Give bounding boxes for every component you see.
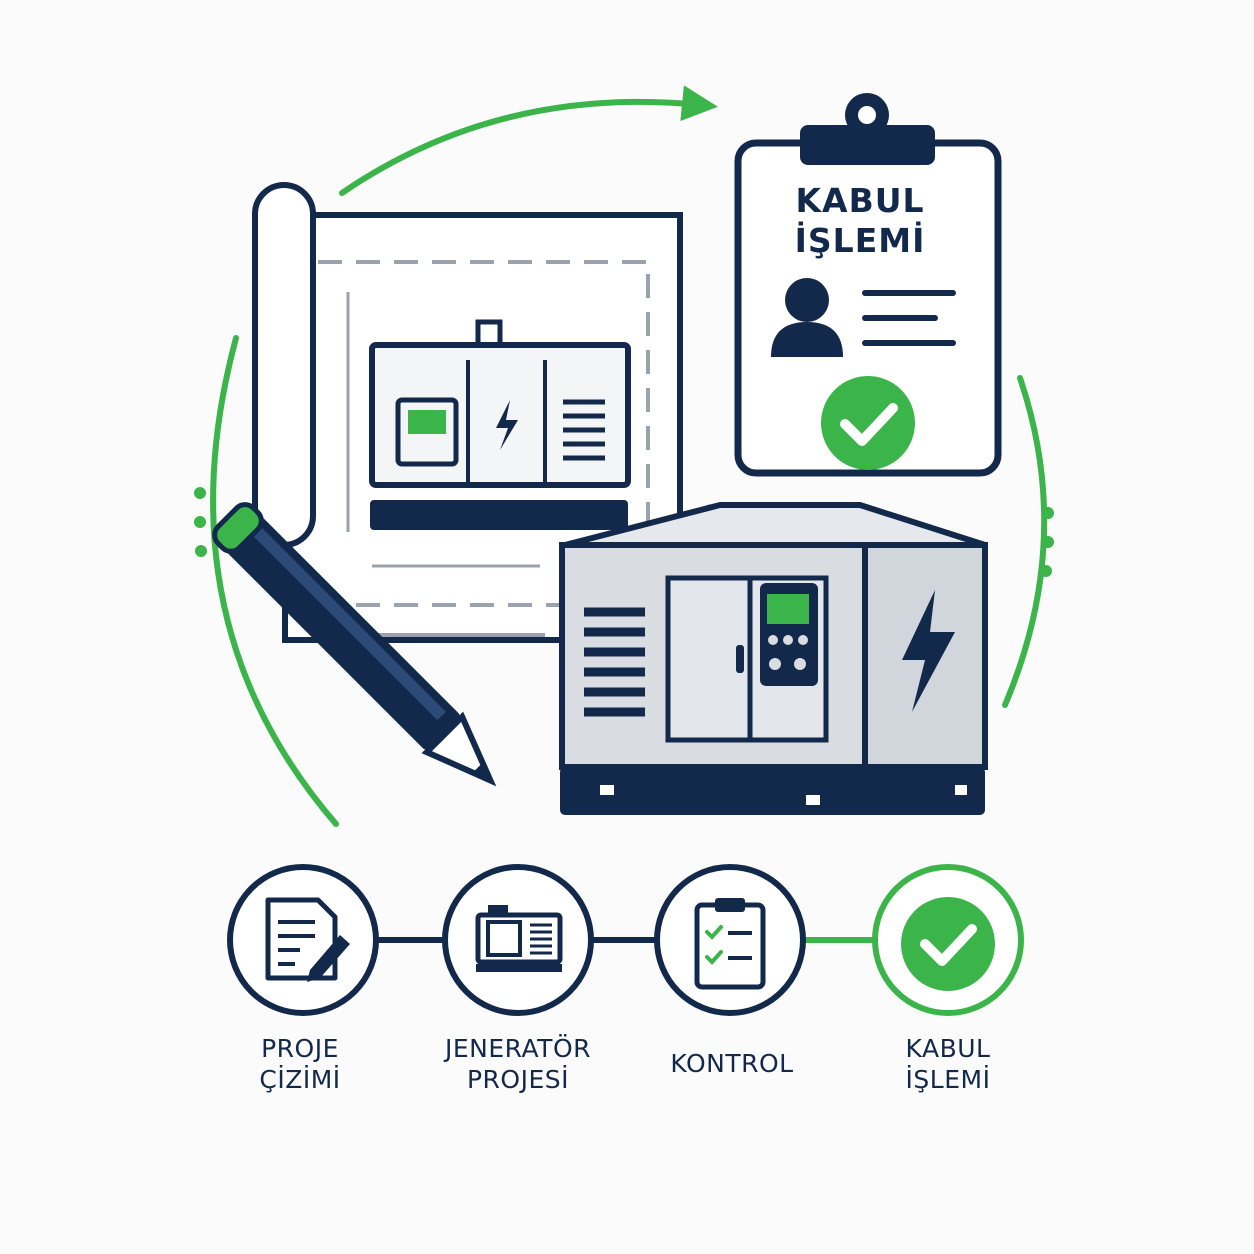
step-label-jenerator-projesi: JENERATÖR PROJESİ (408, 1033, 628, 1095)
clipboard-title-line2: İŞLEMİ (794, 221, 926, 260)
cycle-dots (194, 487, 1054, 577)
step-3-checklist-clipboard-icon (654, 864, 806, 1016)
step-label-line2: ÇİZİMİ (259, 1065, 341, 1094)
step-label-kontrol: KONTROL (622, 1048, 842, 1079)
person-icon (785, 278, 829, 322)
step-2-generator-icon (442, 864, 594, 1016)
blueprint-sheet (252, 182, 683, 643)
step-label-line1: KONTROL (670, 1049, 794, 1078)
generator-icon (559, 502, 988, 815)
acceptance-clipboard-icon (734, 93, 1002, 477)
step-1-document-pencil-icon (227, 864, 379, 1016)
step-label-line2: İŞLEMİ (905, 1065, 991, 1094)
check-circle-icon (821, 376, 915, 470)
step-label-line2: PROJESİ (466, 1065, 570, 1094)
step-label-kabul-islemi: KABUL İŞLEMİ (838, 1033, 1058, 1095)
step-label-proje-cizimi: PROJE ÇİZİMİ (190, 1033, 410, 1095)
step-label-line1: PROJE (261, 1034, 339, 1063)
blueprint-generator-icon (369, 319, 631, 530)
clipboard-title-line1: KABUL (795, 181, 925, 220)
step-label-line1: KABUL (905, 1034, 991, 1063)
step-4-check-circle-icon (872, 864, 1024, 1016)
pencil-icon (212, 502, 497, 787)
step-label-line1: JENERATÖR (444, 1034, 591, 1063)
